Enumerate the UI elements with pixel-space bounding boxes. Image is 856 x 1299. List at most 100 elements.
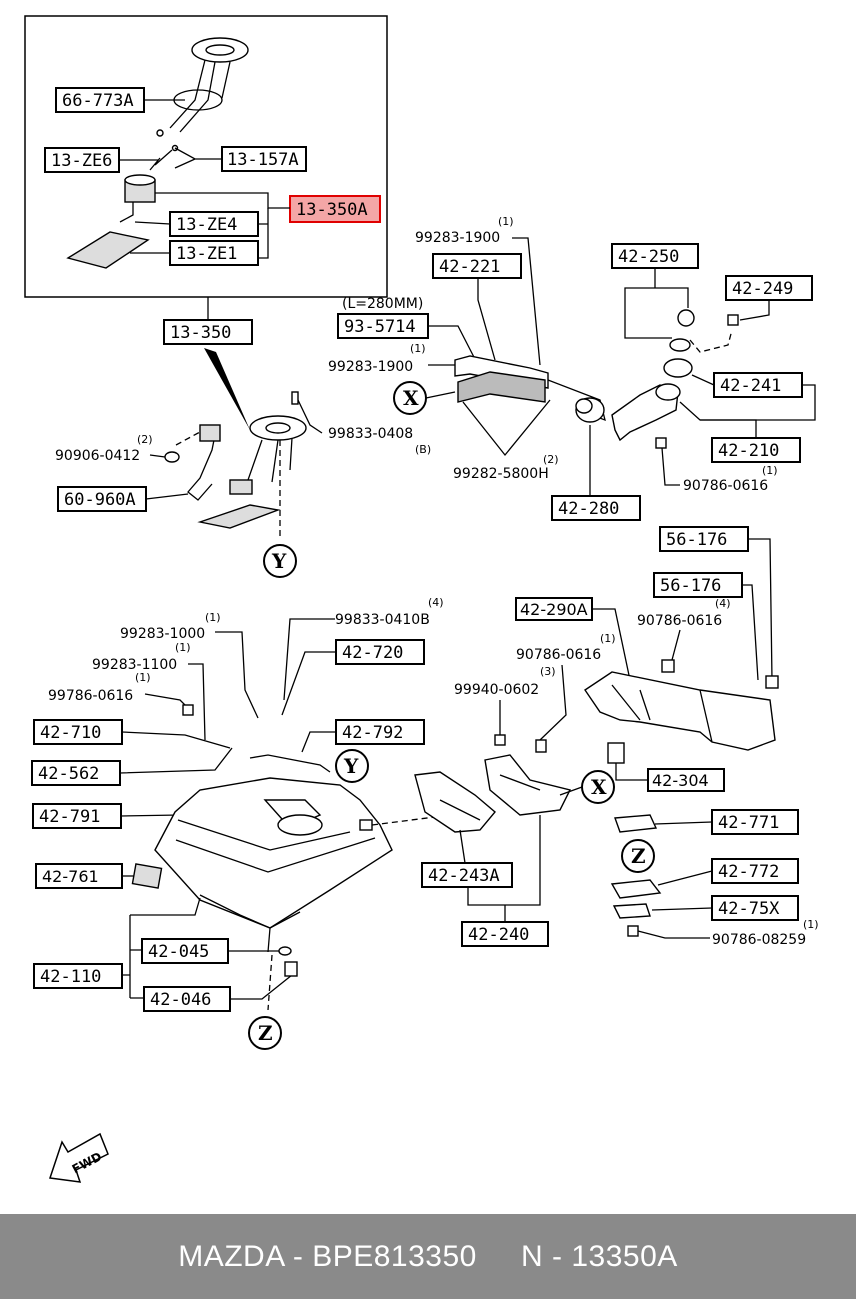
svg-text:99283-1000: 99283-1000 xyxy=(120,626,205,642)
label-42-046[interactable]: 42-046 xyxy=(143,986,231,1012)
svg-text:42-046: 42-046 xyxy=(150,990,211,1010)
part-number-caption: MAZDA - BPE813350 N - 13350A xyxy=(178,1239,678,1273)
label-42-792[interactable]: 42-792 xyxy=(335,719,425,745)
label-42-710[interactable]: 42-710 xyxy=(33,719,123,745)
filler-hose-drawing xyxy=(454,309,739,442)
label-13-350A-highlighted[interactable]: 13-350A xyxy=(289,195,381,223)
svg-text:93-5714: 93-5714 xyxy=(344,317,416,337)
label-42-249[interactable]: 42-249 xyxy=(725,275,813,301)
label-13-ZE6[interactable]: 13-ZE6 xyxy=(44,147,120,173)
svg-text:(1): (1) xyxy=(803,918,819,931)
service-hole-cover-drawing xyxy=(610,879,662,899)
svg-text:X: X xyxy=(403,386,419,410)
svg-text:42-75X: 42-75X xyxy=(718,899,780,919)
svg-text:(4): (4) xyxy=(715,597,731,610)
svg-text:(2): (2) xyxy=(543,453,559,466)
reference-marker-Y-top[interactable]: Y xyxy=(263,544,297,578)
svg-text:(1): (1) xyxy=(135,671,151,684)
svg-text:13-ZE1: 13-ZE1 xyxy=(176,244,237,264)
svg-text:(1): (1) xyxy=(410,342,426,355)
svg-text:42-249: 42-249 xyxy=(732,279,793,299)
svg-text:(1): (1) xyxy=(762,464,778,477)
svg-text:99283-1900: 99283-1900 xyxy=(415,230,500,246)
svg-text:99940-0602: 99940-0602 xyxy=(454,682,539,698)
svg-text:90786-08259: 90786-08259 xyxy=(712,932,806,948)
svg-text:42-110: 42-110 xyxy=(40,967,101,987)
svg-text:90786-0616: 90786-0616 xyxy=(683,478,768,494)
svg-text:42-304: 42-304 xyxy=(652,771,709,790)
label-42-761[interactable]: 42-761 xyxy=(35,863,123,889)
svg-text:(L=280MM): (L=280MM) xyxy=(342,296,423,312)
svg-text:42-221: 42-221 xyxy=(439,257,500,277)
svg-text:42-210: 42-210 xyxy=(718,441,779,461)
svg-text:X: X xyxy=(591,775,607,799)
label-42-240[interactable]: 42-240 xyxy=(461,921,549,947)
svg-text:(B): (B) xyxy=(415,443,431,456)
svg-text:(1): (1) xyxy=(205,611,221,624)
svg-text:42-761: 42-761 xyxy=(42,867,99,886)
reference-marker-Z-right[interactable]: Z xyxy=(621,839,655,873)
label-42-210[interactable]: 42-210 xyxy=(711,437,801,463)
label-42-772[interactable]: 42-772 xyxy=(711,858,799,884)
svg-text:42-045: 42-045 xyxy=(148,942,209,962)
label-66-773A[interactable]: 66-773A xyxy=(55,87,145,113)
svg-text:Y: Y xyxy=(271,549,287,573)
svg-text:90786-0616: 90786-0616 xyxy=(516,647,601,663)
svg-text:99283-1100: 99283-1100 xyxy=(92,657,177,673)
label-93-5714[interactable]: 93-5714 xyxy=(337,313,429,339)
label-42-250[interactable]: 42-250 xyxy=(611,243,699,269)
label-42-75X[interactable]: 42-75X xyxy=(711,895,799,921)
svg-text:13-157A: 13-157A xyxy=(227,150,299,170)
svg-text:90906-0412: 90906-0412 xyxy=(55,448,140,464)
tank-plate-drawing xyxy=(131,863,163,889)
label-42-791[interactable]: 42-791 xyxy=(32,803,122,829)
label-42-221[interactable]: 42-221 xyxy=(432,253,522,279)
reference-marker-Y-tank[interactable]: Y xyxy=(335,749,369,783)
label-13-350[interactable]: 13-350 xyxy=(163,319,253,345)
svg-text:42-280: 42-280 xyxy=(558,499,619,519)
forward-direction-arrow: FWD xyxy=(49,1132,109,1183)
svg-text:(1): (1) xyxy=(498,215,514,228)
label-60-960A[interactable]: 60-960A xyxy=(57,486,147,512)
gasket-drawing xyxy=(612,903,651,919)
svg-text:56-176: 56-176 xyxy=(666,530,727,550)
reference-marker-X-bracket[interactable]: X xyxy=(581,770,615,804)
label-56-176-bottom[interactable]: 56-176 xyxy=(653,572,743,598)
svg-text:(3): (3) xyxy=(540,665,556,678)
label-42-110[interactable]: 42-110 xyxy=(33,963,123,989)
label-13-ZE4[interactable]: 13-ZE4 xyxy=(169,211,259,237)
svg-text:90786-0616: 90786-0616 xyxy=(637,613,722,629)
svg-text:42-241: 42-241 xyxy=(720,376,781,396)
label-42-241[interactable]: 42-241 xyxy=(713,372,803,398)
svg-text:Z: Z xyxy=(631,844,646,868)
label-42-304[interactable]: 42-304 xyxy=(647,768,725,792)
label-42-290A[interactable]: 42-290A xyxy=(515,597,593,621)
fuel-tank-drawing xyxy=(154,777,393,929)
svg-text:66-773A: 66-773A xyxy=(62,91,134,111)
svg-text:42-290A: 42-290A xyxy=(520,600,588,619)
svg-text:99283-1900: 99283-1900 xyxy=(328,359,413,375)
svg-text:13-350: 13-350 xyxy=(170,323,231,343)
svg-text:60-960A: 60-960A xyxy=(64,490,136,510)
svg-text:13-ZE4: 13-ZE4 xyxy=(176,215,237,235)
label-42-562[interactable]: 42-562 xyxy=(31,760,121,786)
svg-text:99786-0616: 99786-0616 xyxy=(48,688,133,704)
label-13-ZE1[interactable]: 13-ZE1 xyxy=(169,240,259,266)
label-42-720[interactable]: 42-720 xyxy=(335,639,425,665)
svg-text:42-791: 42-791 xyxy=(39,807,100,827)
label-42-045[interactable]: 42-045 xyxy=(141,938,229,964)
label-42-771[interactable]: 42-771 xyxy=(711,809,799,835)
heat-insulator-drawing xyxy=(584,659,779,751)
svg-text:42-792: 42-792 xyxy=(342,723,403,743)
svg-text:56-176: 56-176 xyxy=(660,576,721,596)
label-56-176-top[interactable]: 56-176 xyxy=(659,526,749,552)
reference-marker-Z-tank[interactable]: Z xyxy=(248,1016,282,1050)
svg-text:42-720: 42-720 xyxy=(342,643,403,663)
reference-marker-X-left[interactable]: X xyxy=(393,381,427,415)
svg-text:13-350A: 13-350A xyxy=(296,200,368,220)
label-42-243A[interactable]: 42-243A xyxy=(421,862,513,888)
svg-text:(1): (1) xyxy=(175,641,191,654)
label-42-280[interactable]: 42-280 xyxy=(551,495,641,521)
label-13-157A[interactable]: 13-157A xyxy=(221,146,307,172)
fuel-gauge-unit-drawing xyxy=(66,37,249,269)
